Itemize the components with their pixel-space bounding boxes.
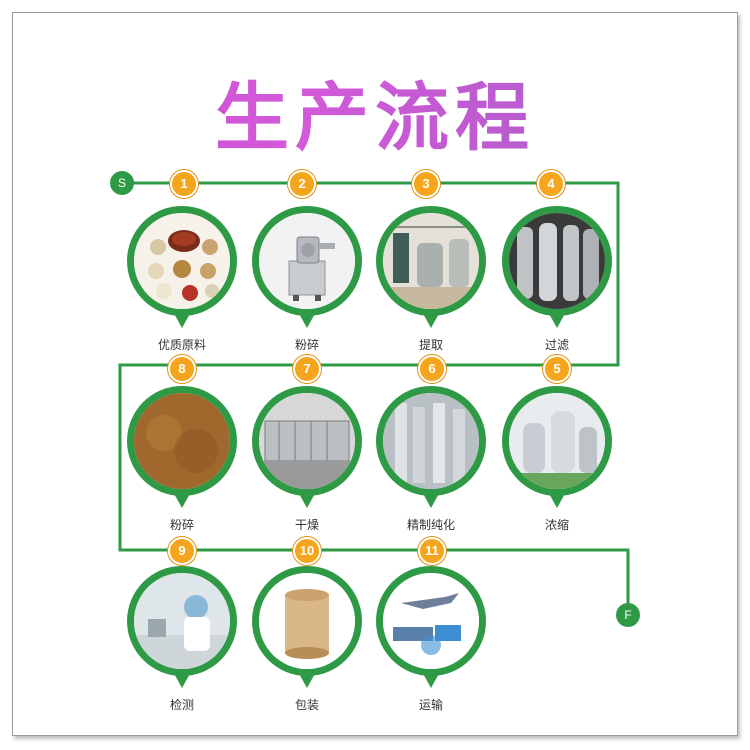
step-label-raw-materials: 优质原料 — [157, 338, 206, 352]
step-node-grinding — [252, 206, 362, 328]
step-node-shipping — [376, 566, 486, 688]
node-pointer — [547, 490, 567, 508]
dryer-image — [259, 393, 355, 489]
extraction-tanks-image — [383, 213, 479, 309]
page-title: 生产流程 — [0, 58, 750, 165]
step-label-grinding: 粉碎 — [294, 338, 319, 352]
step-label-extraction: 提取 — [418, 338, 443, 352]
node-pointer — [547, 310, 567, 328]
step-node-drying — [252, 386, 362, 508]
step-node-concentration — [502, 386, 612, 508]
fiber-drum-image — [259, 573, 355, 669]
step-badge-10: 10 — [293, 537, 321, 565]
step-badge-3: 3 — [412, 170, 440, 198]
node-pointer — [297, 670, 317, 688]
step-node-raw-materials — [127, 206, 237, 328]
end-marker: F — [616, 603, 640, 627]
step-label-drying: 干燥 — [294, 518, 319, 532]
raw-materials-image — [134, 213, 230, 309]
step-label-shipping: 运输 — [418, 698, 443, 712]
node-pointer — [297, 310, 317, 328]
step-node-testing — [127, 566, 237, 688]
filter-columns-image — [509, 213, 605, 309]
node-pointer — [172, 670, 192, 688]
start-marker: S — [110, 171, 134, 195]
step-badge-7: 7 — [293, 355, 321, 383]
purification-columns-image — [383, 393, 479, 489]
step-node-purification — [376, 386, 486, 508]
step-badge-4: 4 — [537, 170, 565, 198]
brown-powder-image — [134, 393, 230, 489]
step-node-extraction — [376, 206, 486, 328]
step-label-powder: 粉碎 — [169, 518, 194, 532]
grinder-machine-image — [259, 213, 355, 309]
step-label-testing: 检测 — [169, 698, 194, 712]
step-node-powder — [127, 386, 237, 508]
shipping-transport-image — [383, 573, 479, 669]
step-label-concentration: 浓缩 — [544, 518, 569, 532]
node-pointer — [421, 310, 441, 328]
step-label-filtration: 过滤 — [544, 338, 569, 352]
lab-testing-image — [134, 573, 230, 669]
step-badge-11: 11 — [418, 537, 446, 565]
step-badge-6: 6 — [418, 355, 446, 383]
step-badge-9: 9 — [168, 537, 196, 565]
step-badge-8: 8 — [168, 355, 196, 383]
node-pointer — [421, 490, 441, 508]
node-pointer — [297, 490, 317, 508]
step-badge-5: 5 — [543, 355, 571, 383]
step-node-filtration — [502, 206, 612, 328]
step-label-purification: 精制纯化 — [406, 518, 455, 532]
step-badge-2: 2 — [288, 170, 316, 198]
step-label-packaging: 包装 — [294, 698, 319, 712]
node-pointer — [172, 490, 192, 508]
concentrator-image — [509, 393, 605, 489]
node-pointer — [172, 310, 192, 328]
step-badge-1: 1 — [170, 170, 198, 198]
node-pointer — [421, 670, 441, 688]
step-node-packaging — [252, 566, 362, 688]
